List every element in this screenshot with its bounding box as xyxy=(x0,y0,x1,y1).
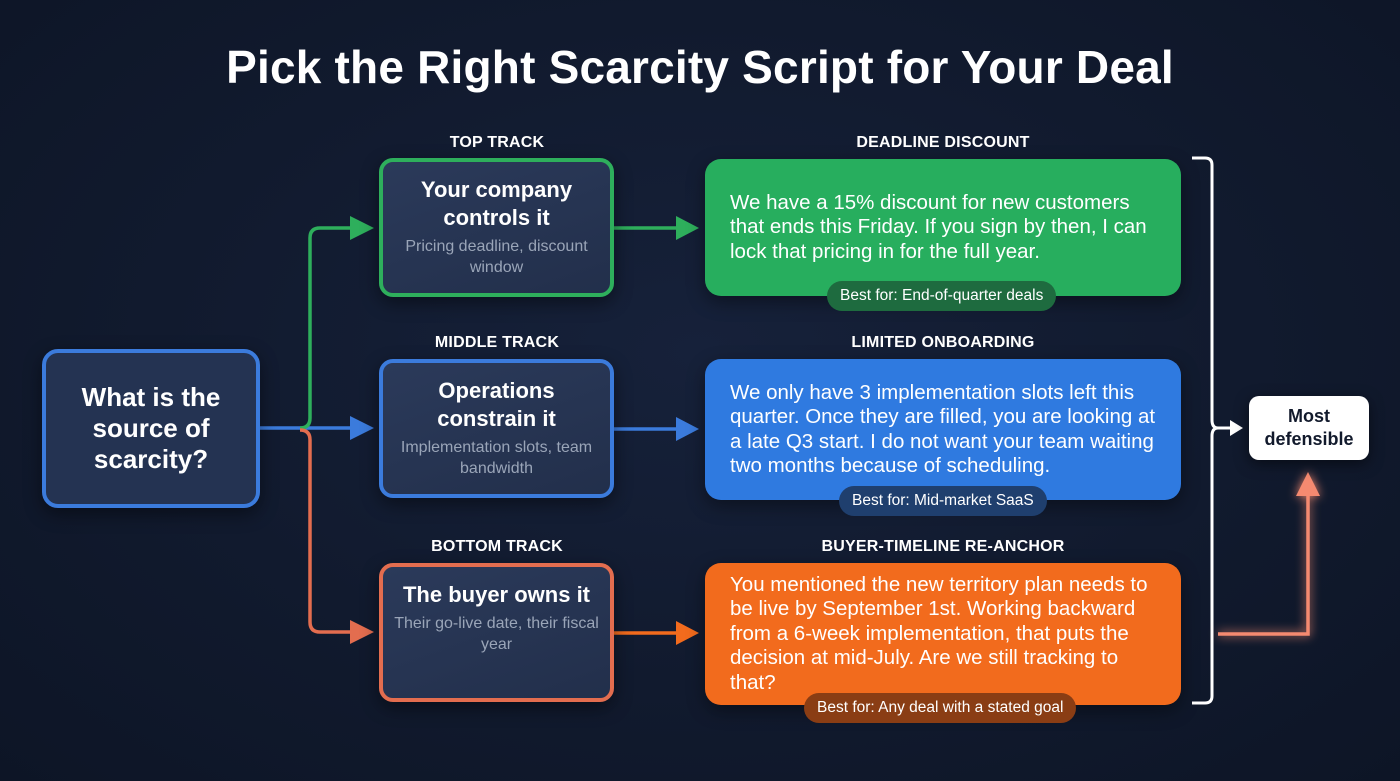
track-node-middle: Operations constrain it Implementation s… xyxy=(379,359,614,498)
connector-top-to-script xyxy=(614,216,699,240)
page-title: Pick the Right Scarcity Script for Your … xyxy=(226,41,1174,93)
highlight-arrow-icon xyxy=(1218,472,1320,636)
connector-question-to-top xyxy=(299,216,374,430)
best-for-badge-middle: Best for: Mid-market SaaS xyxy=(839,486,1047,516)
script-label-deadline-discount: DEADLINE DISCOUNT xyxy=(856,134,1030,151)
script-card-limited-onboarding: We only have 3 implementation slots left… xyxy=(705,359,1181,500)
track-label-top: TOP TRACK xyxy=(449,134,545,151)
script-text: We only have 3 implementation slots left… xyxy=(730,380,1156,478)
script-card-deadline-discount: We have a 15% discount for new customers… xyxy=(705,159,1181,296)
connector-middle-to-script xyxy=(614,417,699,441)
track-label-middle: MIDDLE TRACK xyxy=(434,334,560,351)
most-defensible-badge: Most defensible xyxy=(1249,396,1369,460)
track-heading: Your company controls it xyxy=(420,177,573,230)
connector-question-to-bottom xyxy=(299,428,374,644)
track-heading: The buyer owns it xyxy=(402,582,591,607)
track-heading: Operations constrain it xyxy=(437,378,556,431)
track-subtext: Implementation slots, team bandwidth xyxy=(400,439,593,477)
track-label-bottom: BOTTOM TRACK xyxy=(431,538,563,555)
track-subtext: Pricing deadline, discount window xyxy=(405,238,588,276)
track-subtext: Their go-live date, their fiscal year xyxy=(394,615,599,653)
connector-bottom-to-script xyxy=(614,621,699,645)
script-label-limited-onboarding: LIMITED ONBOARDING xyxy=(851,334,1035,351)
track-node-bottom: The buyer owns it Their go-live date, th… xyxy=(379,563,614,702)
bracket-icon xyxy=(1192,156,1243,705)
best-for-badge-top: Best for: End-of-quarter deals xyxy=(827,281,1057,311)
connector-question-to-middle xyxy=(260,416,374,440)
question-node: What is the source of scarcity? xyxy=(42,349,260,508)
script-text: You mentioned the new territory plan nee… xyxy=(730,572,1148,694)
script-card-buyer-timeline: You mentioned the new territory plan nee… xyxy=(705,563,1181,705)
script-text: We have a 15% discount for new customers… xyxy=(730,190,1147,263)
script-label-buyer-timeline: BUYER-TIMELINE RE-ANCHOR xyxy=(821,538,1065,555)
best-for-badge-bottom: Best for: Any deal with a stated goal xyxy=(804,693,1077,723)
track-node-top: Your company controls it Pricing deadlin… xyxy=(379,158,614,297)
